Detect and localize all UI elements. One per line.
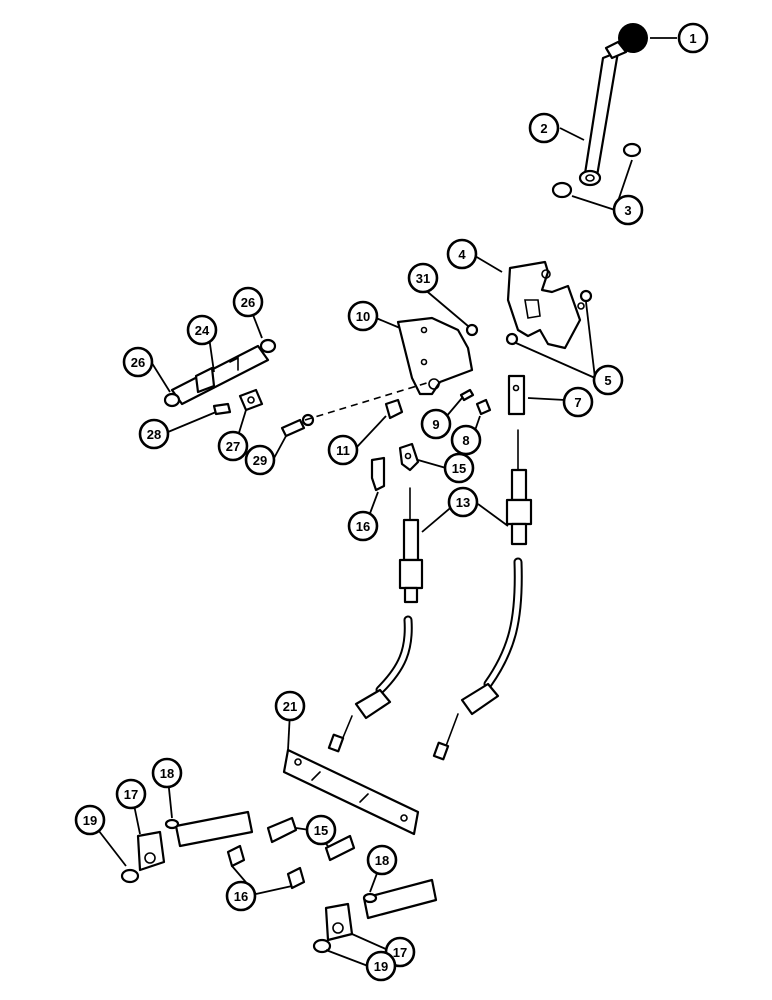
callout-label: 18 <box>160 766 174 781</box>
shaft-arm <box>238 388 264 412</box>
callout-label: 28 <box>147 427 161 442</box>
actuator-arm-left <box>136 830 166 872</box>
callout-label: 11 <box>336 443 350 458</box>
callout-label: 21 <box>283 699 297 714</box>
retainer-clip-lower <box>226 844 306 890</box>
assembly-line <box>304 381 431 421</box>
callout-2: 2 <box>528 112 560 144</box>
bracket-bushing <box>384 398 404 420</box>
shaft-key <box>212 402 232 416</box>
slide-block <box>507 374 526 416</box>
callout-label: 5 <box>604 373 611 388</box>
control-cable-right <box>432 429 533 761</box>
callout-17-left: 17 <box>115 778 147 810</box>
control-lever <box>578 50 620 187</box>
callout-label: 19 <box>374 959 388 974</box>
callout-29: 29 <box>244 444 276 476</box>
callout-9: 9 <box>420 408 452 440</box>
bracket-nut <box>465 323 479 337</box>
callout-label: 31 <box>416 271 430 286</box>
callout-label: 26 <box>131 355 145 370</box>
retainer-clip-upper <box>370 456 386 492</box>
snap-ring-left <box>120 868 140 884</box>
callout-15-upper: 15 <box>443 452 475 484</box>
callout-label: 19 <box>83 813 97 828</box>
callout-label: 15 <box>452 461 466 476</box>
callout-label: 13 <box>456 495 470 510</box>
callout-31: 31 <box>407 262 439 294</box>
callout-label: 3 <box>624 203 631 218</box>
callout-16-upper: 16 <box>347 510 379 542</box>
callout-label: 8 <box>462 433 469 448</box>
callout-18-right: 18 <box>366 844 398 876</box>
callout-8: 8 <box>450 424 482 456</box>
callout-label: 10 <box>356 309 370 324</box>
callout-label: 16 <box>356 519 370 534</box>
control-shaft-left <box>174 810 254 848</box>
callout-label: 7 <box>574 395 581 410</box>
cable-pin <box>475 398 492 416</box>
callout-label: 17 <box>393 945 407 960</box>
callout-label: 18 <box>375 853 389 868</box>
callout-26-right: 26 <box>232 286 264 318</box>
ball-joint <box>280 413 315 438</box>
callout-5: 5 <box>592 364 624 396</box>
callout-label: 29 <box>253 453 267 468</box>
quadrant-nut <box>505 289 593 346</box>
callout-26-left: 26 <box>122 346 154 378</box>
spring-pin <box>459 388 475 402</box>
callout-label: 4 <box>458 247 466 262</box>
callout-15-lower: 15 <box>305 814 337 846</box>
callout-10: 10 <box>347 300 379 332</box>
callout-label: 16 <box>234 889 248 904</box>
clevis-lower <box>266 816 356 862</box>
quadrant-plate <box>506 260 585 350</box>
callout-label: 2 <box>540 121 547 136</box>
callout-16-lower: 16 <box>225 880 257 912</box>
clevis-upper <box>398 442 420 472</box>
callout-label: 17 <box>124 787 138 802</box>
callout-19-left: 19 <box>74 804 106 836</box>
callout-11: 11 <box>327 434 359 466</box>
shaft-bushing <box>163 338 277 408</box>
snap-ring-right <box>312 938 332 954</box>
callout-27: 27 <box>217 430 249 462</box>
callout-18-left: 18 <box>151 757 183 789</box>
actuator-arm-right <box>324 902 354 942</box>
mounting-bracket <box>396 316 474 396</box>
callout-1: 1 <box>677 22 709 54</box>
control-shaft-right <box>362 878 438 920</box>
callout-label: 9 <box>432 417 439 432</box>
callout-24: 24 <box>186 314 218 346</box>
woodruff-key-left <box>164 818 180 830</box>
callout-label: 1 <box>689 31 696 46</box>
control-cable-left <box>327 487 424 753</box>
callout-19-right: 19 <box>365 950 397 982</box>
lever-knob <box>604 23 648 60</box>
lever-bushing <box>551 142 642 199</box>
support-plate <box>282 748 420 836</box>
callout-label: 27 <box>226 439 240 454</box>
callout-label: 24 <box>195 323 210 338</box>
callout-3: 3 <box>612 194 644 226</box>
callout-28: 28 <box>138 418 170 450</box>
callout-13: 13 <box>447 486 479 518</box>
woodruff-key-right <box>362 892 378 904</box>
callout-4: 4 <box>446 238 478 270</box>
callout-21: 21 <box>274 690 306 722</box>
callout-label: 15 <box>314 823 328 838</box>
callout-7: 7 <box>562 386 594 418</box>
callout-label: 26 <box>241 295 255 310</box>
